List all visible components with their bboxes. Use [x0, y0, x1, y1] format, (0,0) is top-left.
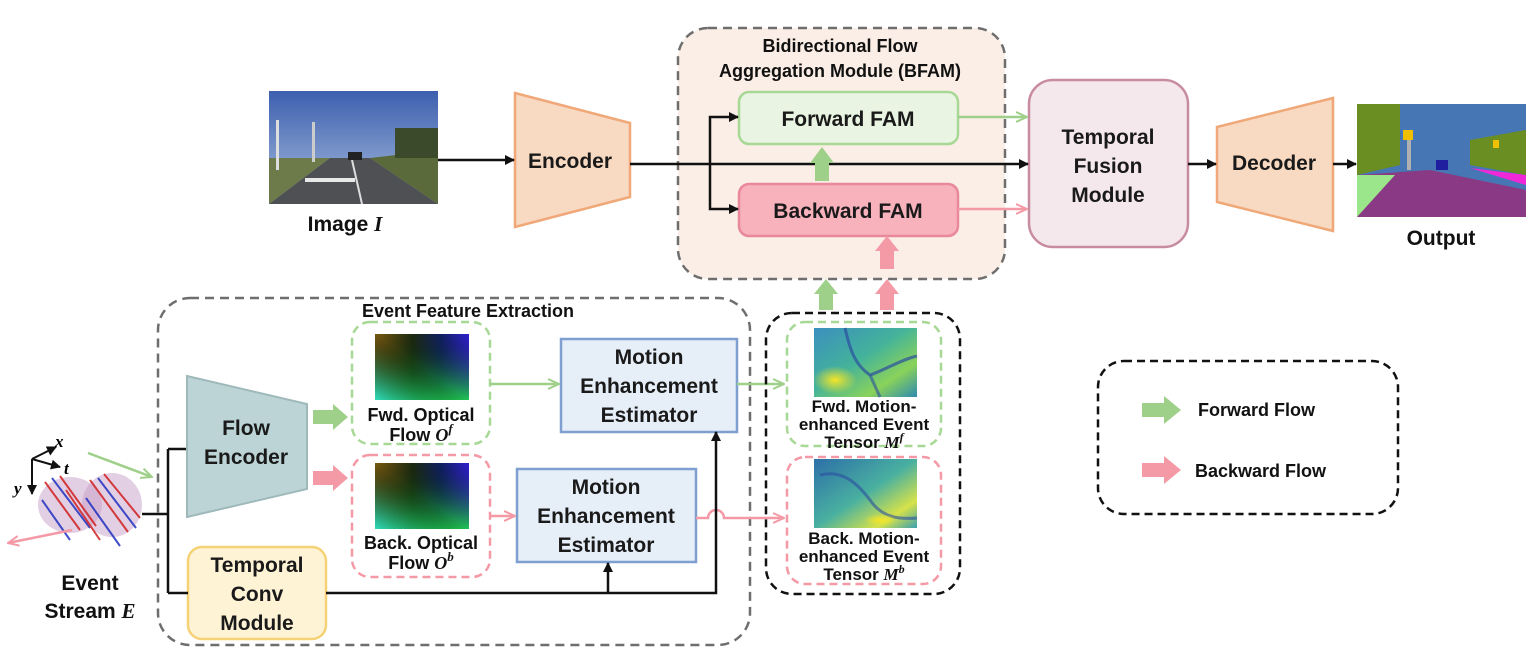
back-tensor-line1: Back. Motion- — [808, 529, 919, 548]
tensor-column-container — [764, 311, 962, 596]
legend-backward-label: Backward Flow — [1195, 461, 1327, 481]
block-arrow-flow-encoder-to-fwd — [313, 404, 348, 430]
mee-back-line2: Enhancement — [537, 505, 675, 528]
arrow-event-pink — [8, 528, 73, 543]
legend-box — [1096, 359, 1400, 516]
arrow-tcm-outputs — [326, 431, 721, 595]
motion-enhancement-estimator-fwd-box — [559, 337, 739, 434]
motion-enhancement-estimator-back-box — [515, 467, 698, 564]
mee-back-line1: Motion — [572, 476, 641, 499]
forward-fam-label: Forward FAM — [781, 108, 914, 131]
output-segmentation-image — [1357, 104, 1526, 217]
bfam-title-line2: Aggregation Module (BFAM) — [719, 61, 961, 81]
event-branch-lines — [142, 447, 188, 595]
temporal-fusion-line2: Fusion — [1074, 155, 1143, 178]
back-optical-flow-line2: Flow Ob — [388, 549, 454, 573]
axis-t-label: t — [64, 459, 70, 478]
mee-back-line3: Estimator — [558, 534, 655, 557]
output-label: Output — [1407, 227, 1476, 250]
encoder-label: Encoder — [528, 150, 612, 173]
decoder-label: Decoder — [1232, 152, 1316, 175]
arrow-mee-back-to-tensor — [696, 508, 784, 518]
back-tensor-line2: enhanced Event — [799, 547, 930, 566]
legend-forward-label: Forward Flow — [1198, 400, 1316, 420]
temporal-fusion-line3: Module — [1071, 184, 1145, 207]
legend-backward-arrow — [1142, 456, 1181, 484]
back-optical-flow-line1: Back. Optical — [364, 533, 478, 553]
fwd-tensor-line1: Fwd. Motion- — [812, 397, 917, 416]
axis-y-label: y — [12, 479, 22, 498]
fwd-optical-flow-image — [375, 334, 469, 400]
block-arrow-backward-into-forward-fam — [810, 147, 834, 181]
fwd-tensor-line2: enhanced Event — [799, 415, 930, 434]
back-optical-flow-image — [375, 463, 469, 529]
block-arrow-fwd-tensor-up — [814, 279, 838, 310]
input-road-image — [269, 91, 438, 205]
tcm-line2: Conv — [231, 583, 284, 606]
flow-encoder-line1: Flow — [222, 417, 270, 440]
bfam-title-line1: Bidirectional Flow — [762, 36, 918, 56]
block-arrow-flow-encoder-to-back — [313, 465, 348, 491]
axis-x-label: x — [54, 432, 64, 451]
event-stream-image — [38, 473, 142, 547]
event-axes — [27, 446, 61, 495]
fwd-tensor-box — [785, 320, 943, 448]
image-label: Image I — [308, 212, 384, 236]
flow-encoder-line2: Encoder — [204, 446, 288, 469]
event-stream-line1: Event — [61, 572, 118, 595]
fwd-optical-flow-line1: Fwd. Optical — [367, 405, 474, 425]
temporal-fusion-line1: Temporal — [1062, 126, 1155, 149]
backward-fam-label: Backward FAM — [773, 200, 922, 223]
back-tensor-box — [785, 455, 943, 586]
back-tensor-line3: Tensor Mb — [823, 562, 904, 584]
fwd-tensor-image — [813, 327, 918, 398]
back-tensor-image — [814, 459, 918, 528]
arrow-branch-to-forward-fam — [708, 112, 739, 164]
block-arrow-tensor-into-backward-fam — [875, 236, 899, 269]
event-stream-line2: Stream E — [44, 599, 135, 623]
decoder-shape — [1215, 96, 1335, 233]
arrow-event-green — [87, 451, 152, 477]
legend-forward-arrow — [1142, 396, 1181, 424]
block-arrow-back-tensor-up — [875, 279, 899, 310]
fwd-optical-flow-line2: Flow Of — [389, 421, 454, 445]
fwd-tensor-line3: Tensor Mf — [824, 430, 904, 452]
tcm-line1: Temporal — [211, 554, 304, 577]
arrow-branch-to-backward-fam — [708, 164, 739, 214]
encoder-shape — [513, 91, 632, 229]
event-feature-extraction-title: Event Feature Extraction — [362, 301, 574, 321]
mee-fwd-line1: Motion — [615, 346, 684, 369]
event-feature-extraction-container — [156, 296, 752, 647]
tcm-line3: Module — [220, 612, 294, 635]
flow-encoder-shape — [186, 374, 308, 519]
mee-fwd-line2: Enhancement — [580, 375, 718, 398]
mee-fwd-line3: Estimator — [601, 404, 698, 427]
